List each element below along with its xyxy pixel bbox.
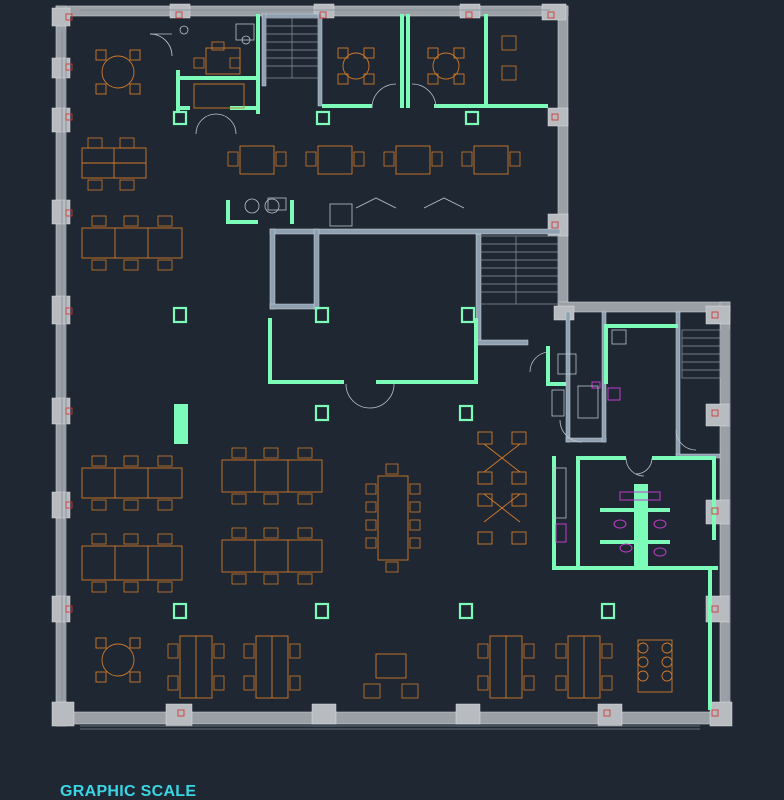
round-tables xyxy=(95,47,673,683)
exterior-walls xyxy=(55,5,731,727)
stair-icon xyxy=(265,17,721,379)
toilet-icon xyxy=(555,381,667,557)
partitions xyxy=(174,14,718,710)
wall-piers xyxy=(51,3,733,727)
grid-markers xyxy=(65,11,719,717)
graphic-scale-label: GRAPHIC SCALE xyxy=(60,783,197,800)
desk-clusters xyxy=(81,47,673,699)
kitchen-fixtures xyxy=(179,23,627,519)
column-icon xyxy=(172,110,616,620)
chair-icon xyxy=(87,35,613,699)
window-lines xyxy=(61,9,731,730)
door-swing-icon xyxy=(149,33,697,477)
